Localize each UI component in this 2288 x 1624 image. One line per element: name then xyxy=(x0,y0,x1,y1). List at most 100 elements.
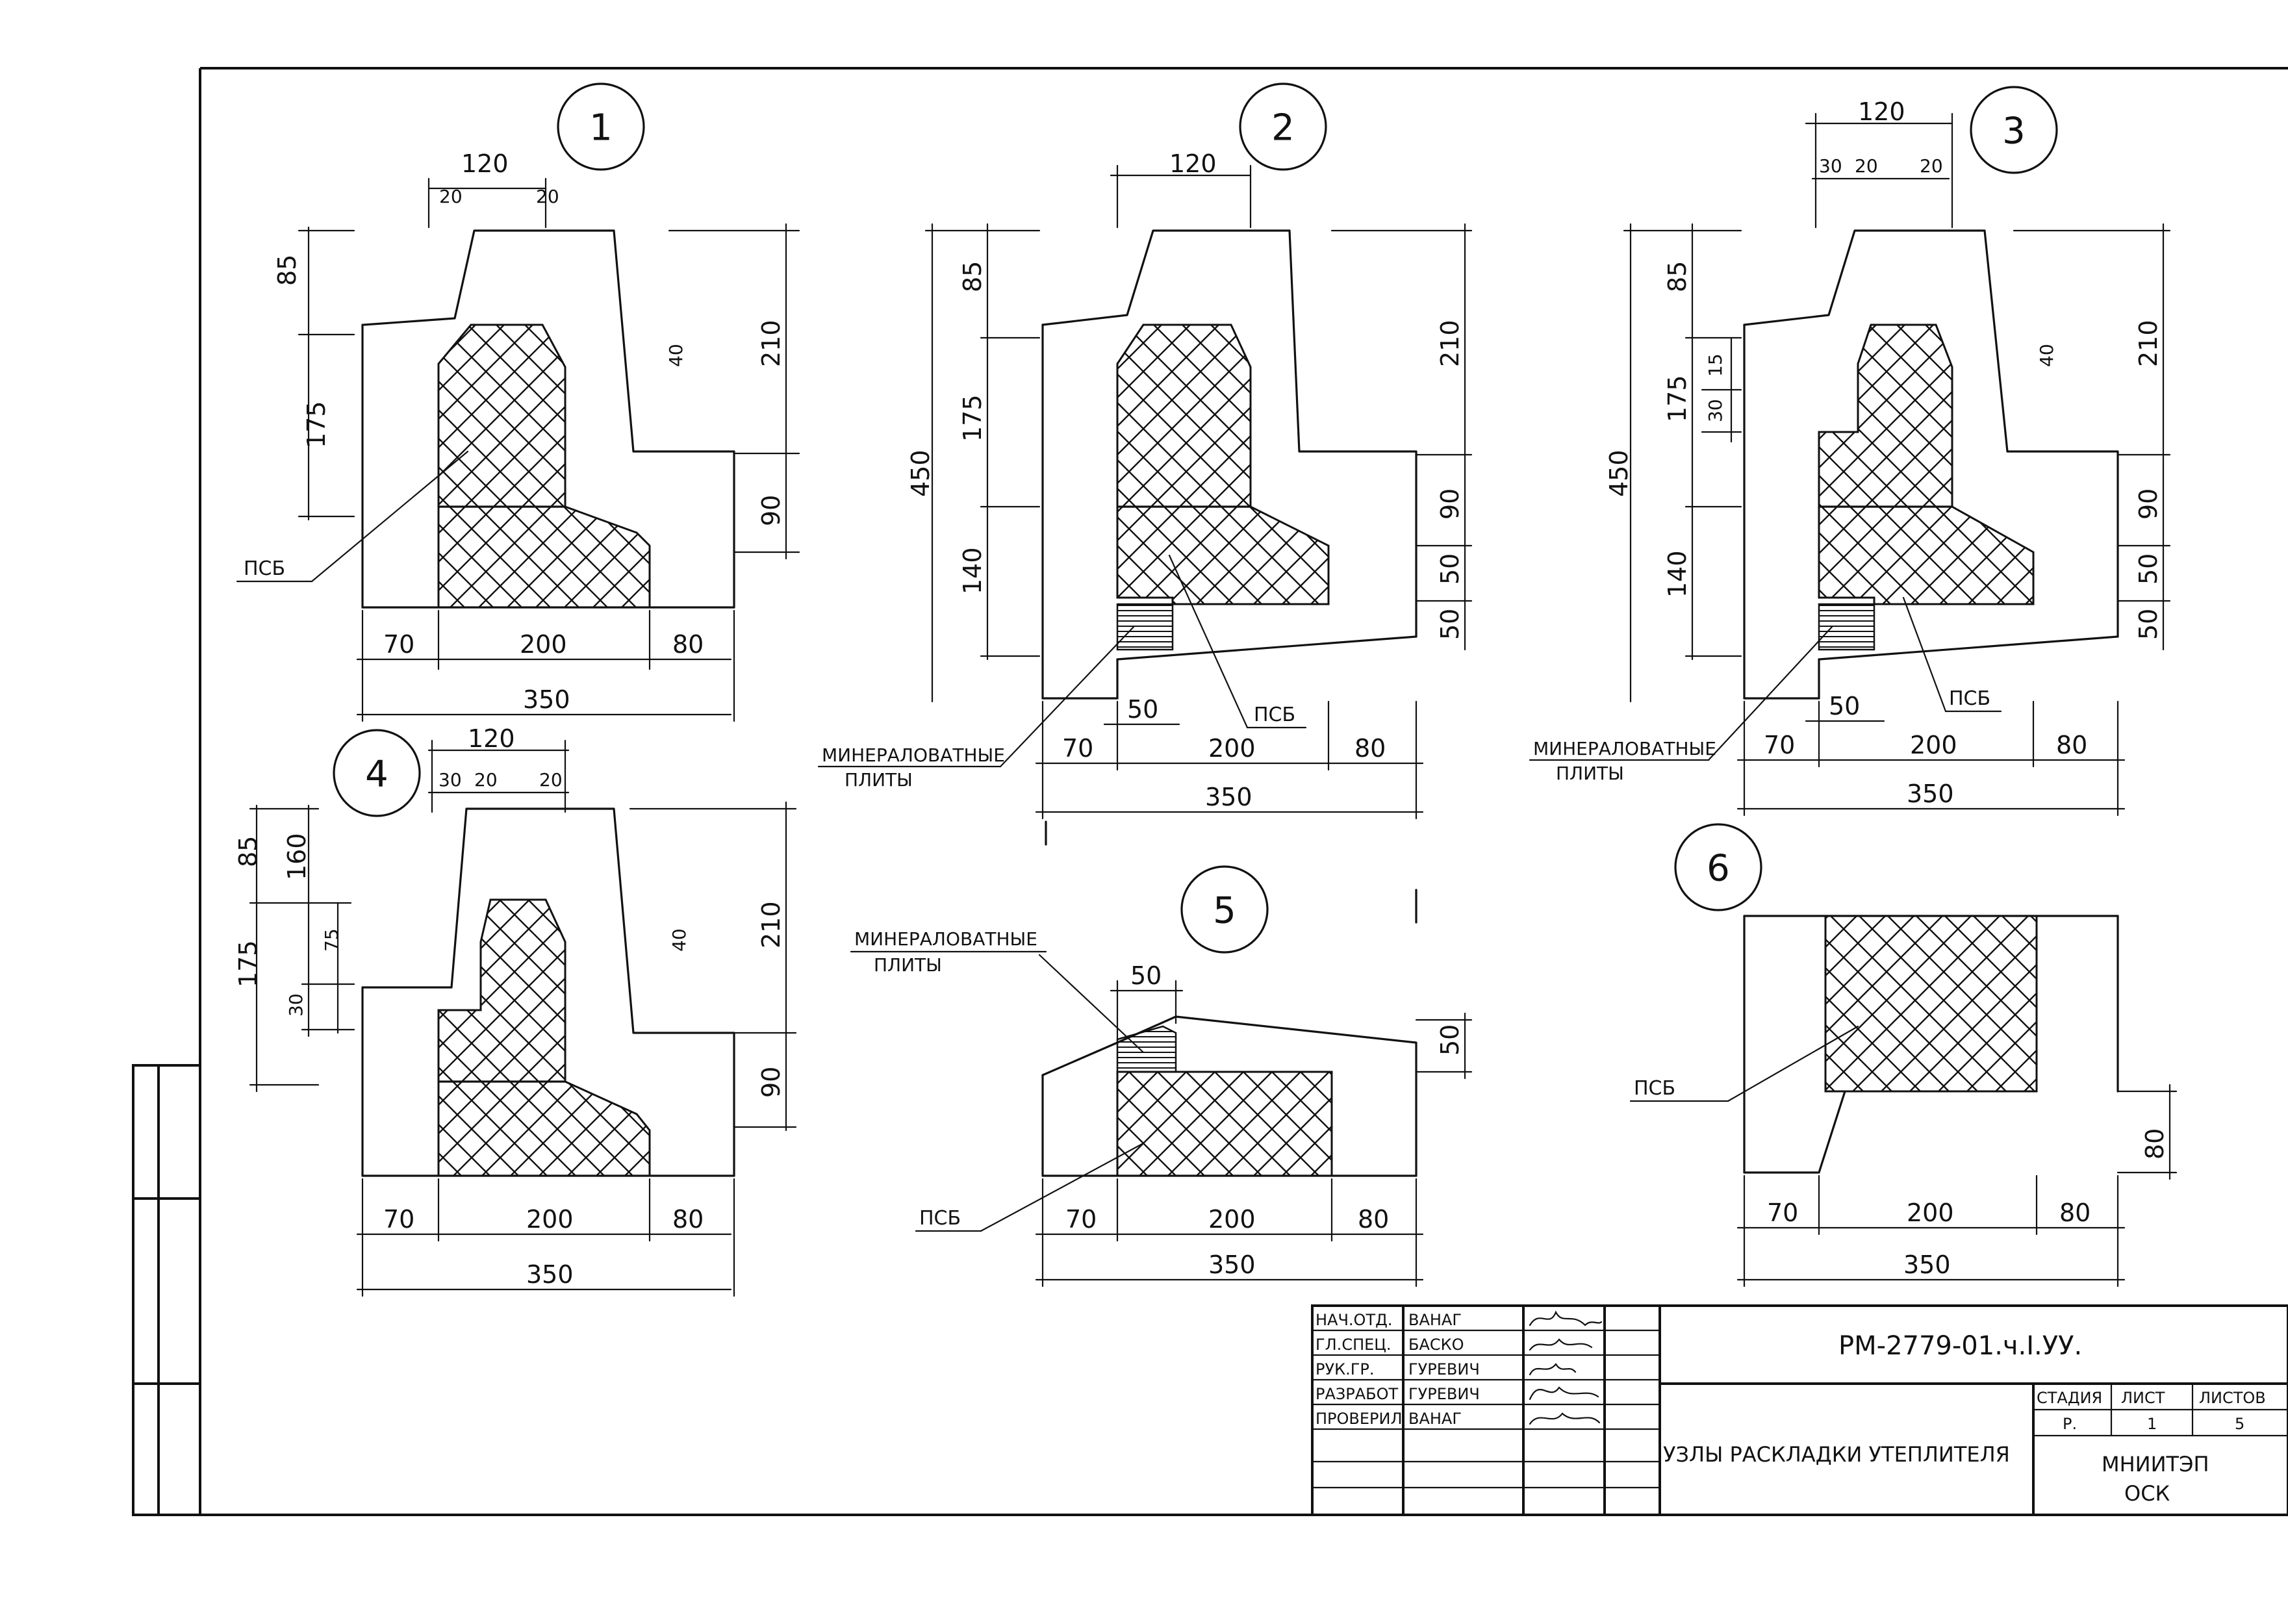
detail-3-dim-140: 140 xyxy=(1663,550,1692,598)
detail-6-label-psb: ПСБ xyxy=(1634,1077,1675,1100)
detail-4-dim-75: 75 xyxy=(321,928,342,952)
detail-1-psb-insulation xyxy=(437,324,651,609)
doc-code: РМ-2779-01.ч.I.УУ. xyxy=(1838,1331,2082,1361)
detail-2-label-psb: ПСБ xyxy=(1254,704,1295,726)
detail-2-dim-50a: 50 xyxy=(1436,553,1464,585)
detail-2-dim-140: 140 xyxy=(958,547,987,594)
detail-5-dim-200: 200 xyxy=(1208,1205,1256,1234)
detail-4-dim-120: 120 xyxy=(468,724,515,753)
detail-2-dim-70: 70 xyxy=(1062,734,1093,763)
detail-2-number-circle xyxy=(1239,82,1327,171)
detail-3-dim-20b: 20 xyxy=(1920,155,1943,177)
detail-4-dim-85: 85 xyxy=(234,836,262,867)
detail-4-dim-175: 175 xyxy=(234,940,262,987)
detail-6: 6 80 70 200 80 350 ПСБ xyxy=(1629,823,2178,1288)
detail-3-psb-insulation xyxy=(1818,324,2035,605)
detail-3-label-mineral-wool-2: ПЛИТЫ xyxy=(1556,763,1624,784)
tb-name-2: ГУРЕВИЧ xyxy=(1408,1360,1480,1378)
detail-2-label-mineral-wool-2: ПЛИТЫ xyxy=(845,769,913,791)
detail-1-dim-175: 175 xyxy=(302,401,331,448)
detail-6-number-circle xyxy=(1674,823,1762,911)
detail-1-dim-40: 40 xyxy=(665,344,687,367)
detail-2-dim-50b: 50 xyxy=(1436,609,1464,640)
detail-3-dim-90: 90 xyxy=(2134,488,2163,520)
detail-1-dim-20b: 20 xyxy=(536,186,559,207)
detail-2-dim-50: 50 xyxy=(1127,695,1158,724)
detail-2-number: 2 xyxy=(1271,107,1295,149)
detail-2-dim-120: 120 xyxy=(1169,149,1217,178)
detail-2-dim-175: 175 xyxy=(958,394,987,442)
org-line-2: ОСК xyxy=(2124,1481,2170,1506)
detail-1-dim-80: 80 xyxy=(672,630,704,659)
sheets-total-value: 5 xyxy=(2235,1415,2244,1433)
detail-3-dim-175: 175 xyxy=(1663,375,1692,422)
detail-5: 5 50 50 70 200 80 350 МИНЕРАЛОВАТНЫЕ ПЛИ… xyxy=(850,820,1473,1288)
detail-1-dim-90: 90 xyxy=(757,495,785,526)
detail-3-dim-50a: 50 xyxy=(2134,553,2163,585)
detail-3-dim-30b: 30 xyxy=(1705,399,1726,422)
detail-4-dim-160: 160 xyxy=(283,833,311,880)
stage-label: СТАДИЯ xyxy=(2037,1389,2102,1407)
detail-4-dim-200: 200 xyxy=(526,1205,574,1234)
detail-3-dim-350: 350 xyxy=(1907,780,1954,808)
detail-2-dim-85: 85 xyxy=(958,261,987,292)
detail-2-dim-210: 210 xyxy=(1436,320,1464,367)
detail-3-dim-80: 80 xyxy=(2056,731,2087,759)
detail-5-number: 5 xyxy=(1213,890,1236,932)
detail-2-dim-350: 350 xyxy=(1205,783,1252,811)
detail-4: 4 120 30 20 20 85 175 160 75 30 210 40 9… xyxy=(234,724,797,1297)
tb-name-3: ГУРЕВИЧ xyxy=(1408,1385,1480,1403)
tb-role-0: НАЧ.ОТД. xyxy=(1316,1311,1392,1329)
detail-4-dim-70: 70 xyxy=(383,1205,414,1234)
stage-value: Р. xyxy=(2063,1415,2077,1433)
detail-4-dim-20b: 20 xyxy=(539,769,563,791)
detail-3-dim-200: 200 xyxy=(1910,731,1957,759)
tb-role-2: РУК.ГР. xyxy=(1316,1360,1375,1378)
detail-3-dim-50b: 50 xyxy=(2134,609,2163,640)
detail-3-dim-30: 30 xyxy=(1819,155,1842,177)
detail-2-label-mineral-wool-1: МИНЕРАЛОВАТНЫЕ xyxy=(822,744,1005,766)
tb-name-4: ВАНАГ xyxy=(1408,1410,1462,1428)
detail-1-number-circle xyxy=(557,82,645,171)
detail-4-number: 4 xyxy=(365,754,388,796)
detail-2-dim-450: 450 xyxy=(906,450,935,497)
detail-4-dim-30: 30 xyxy=(439,769,462,791)
tb-role-3: РАЗРАБОТ xyxy=(1316,1385,1399,1403)
detail-3-number: 3 xyxy=(2002,110,2026,153)
detail-3-mineral-wool xyxy=(1818,603,1875,651)
detail-4-dim-80: 80 xyxy=(672,1205,704,1234)
detail-4-dim-350: 350 xyxy=(526,1260,574,1289)
detail-3-dim-85: 85 xyxy=(1663,261,1692,292)
detail-3-label-mineral-wool-1: МИНЕРАЛОВАТНЫЕ xyxy=(1533,738,1716,759)
detail-1-dim-20a: 20 xyxy=(439,186,463,207)
detail-1-dim-200: 200 xyxy=(520,630,567,659)
detail-4-dim-30b: 30 xyxy=(285,993,307,1017)
detail-6-dim-200: 200 xyxy=(1907,1199,1954,1227)
sheet-label: ЛИСТ xyxy=(2121,1389,2165,1407)
detail-6-psb-insulation xyxy=(1824,915,2038,1093)
tb-name-0: ВАНАГ xyxy=(1408,1311,1462,1329)
detail-3-dim-210: 210 xyxy=(2134,320,2163,367)
detail-2-dim-200: 200 xyxy=(1208,734,1256,763)
detail-6-dim-350: 350 xyxy=(1903,1250,1951,1279)
detail-5-dim-50: 50 xyxy=(1130,961,1162,990)
detail-4-number-circle xyxy=(333,729,421,817)
sheet-no-value: 1 xyxy=(2147,1415,2157,1433)
detail-4-psb-insulation xyxy=(437,898,651,1177)
detail-5-label-psb: ПСБ xyxy=(919,1207,961,1230)
detail-5-label-mineral-wool-1: МИНЕРАЛОВАТНЫЕ xyxy=(854,928,1037,950)
detail-4-dim-210: 210 xyxy=(757,901,785,948)
detail-3-label-psb: ПСБ xyxy=(1949,687,1990,710)
detail-4-dim-40: 40 xyxy=(668,928,690,952)
detail-1-dim-70: 70 xyxy=(383,630,414,659)
sheet-title: УЗЛЫ РАСКЛАДКИ УТЕПЛИТЕЛЯ xyxy=(1663,1442,2010,1467)
detail-3-dim-120: 120 xyxy=(1858,97,1905,126)
detail-3: 3 120 30 20 20 450 85 175 15 30 140 xyxy=(1529,86,2171,817)
title-block: НАЧ.ОТД. ГЛ.СПЕЦ. РУК.ГР. РАЗРАБОТ ПРОВЕ… xyxy=(1311,1304,2288,1516)
detail-2-dim-90: 90 xyxy=(1436,488,1464,520)
detail-1-dim-85: 85 xyxy=(273,255,301,286)
org-line-1: МНИИТЭП xyxy=(2102,1452,2209,1477)
detail-6-dim-80r: 80 xyxy=(2141,1128,2169,1160)
detail-5-mineral-wool xyxy=(1116,1025,1177,1073)
